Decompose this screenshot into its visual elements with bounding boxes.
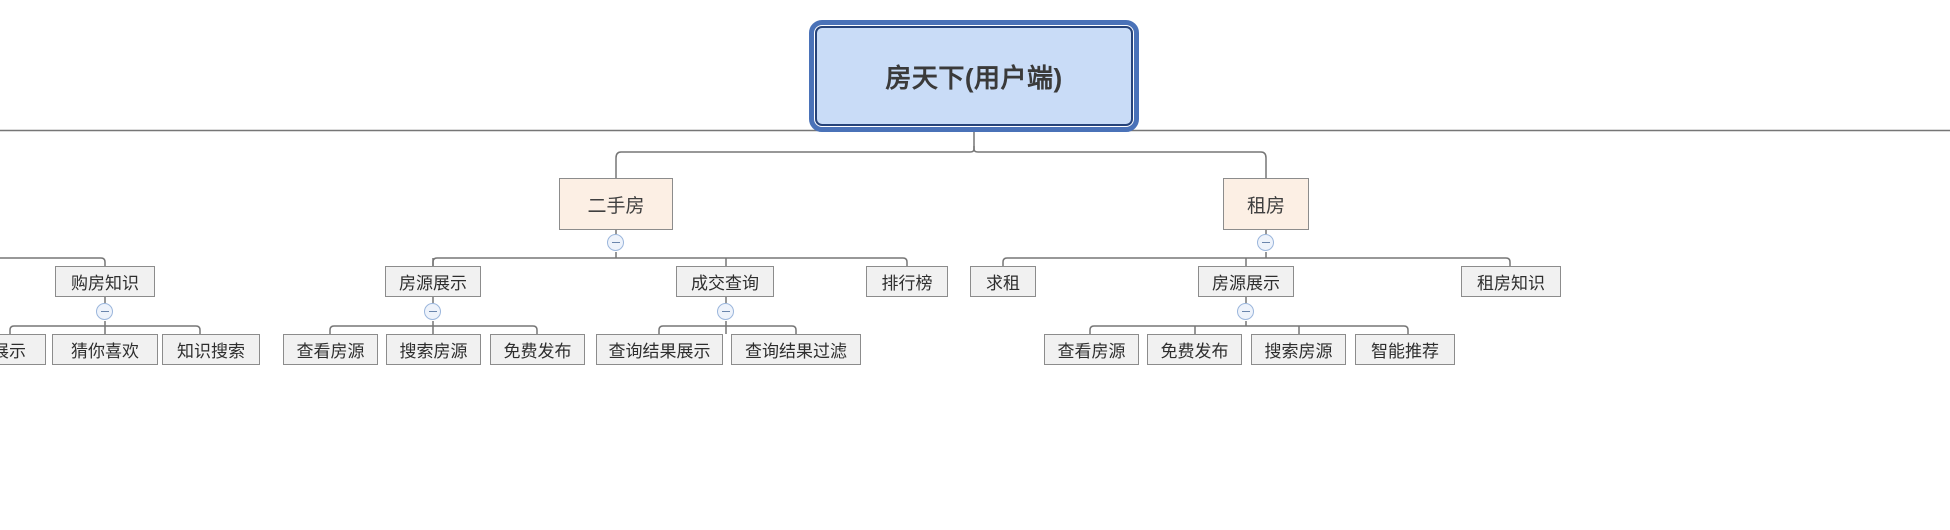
node-fangyuanzhanshi-sale[interactable]: 房源展示: [385, 266, 481, 297]
toggle-ershoufang[interactable]: [607, 234, 624, 251]
leaf-sousuofangyuan-sale-label: 搜索房源: [399, 342, 468, 361]
leaf-chaxunjieguoguolv-label: 查询结果过滤: [745, 342, 847, 361]
node-category-zufang[interactable]: 租房: [1223, 178, 1309, 230]
leaf-chaxunjieguozhanshi[interactable]: 查询结果展示: [596, 334, 723, 365]
leaf-cainixihuan-label: 猜你喜欢: [71, 342, 139, 361]
toggle-fangyuanzhanshi-sale[interactable]: [424, 303, 441, 320]
leaf-zhishisousuo-label: 知识搜索: [177, 342, 245, 361]
toggle-fangyuanzhanshi-rent[interactable]: [1237, 303, 1254, 320]
leaf-chakanfangyuan-rent-label: 查看房源: [1057, 342, 1126, 361]
leaf-cainixihuan[interactable]: 猜你喜欢: [52, 334, 158, 365]
minus-icon: [1241, 310, 1250, 313]
leaf-chakanfangyuan-sale[interactable]: 查看房源: [283, 334, 378, 365]
node-qiuzu[interactable]: 求租: [970, 266, 1036, 297]
node-fangyuanzhanshi-sale-label: 房源展示: [399, 274, 467, 293]
minus-icon: [611, 241, 620, 244]
leaf-sousuofangyuan-sale[interactable]: 搜索房源: [386, 334, 481, 365]
leaf-chaxunjieguoguolv[interactable]: 查询结果过滤: [731, 334, 861, 365]
node-paihangbang[interactable]: 排行榜: [866, 266, 948, 297]
minus-icon: [428, 310, 437, 313]
leaf-zhishisousuo[interactable]: 知识搜索: [162, 334, 260, 365]
minus-icon: [721, 310, 730, 313]
node-goufangzhishi-label: 购房知识: [71, 274, 139, 293]
minus-icon: [1261, 241, 1270, 244]
leaf-sousuofangyuan-rent-label: 搜索房源: [1264, 342, 1333, 361]
node-category-ershoufang[interactable]: 二手房: [559, 178, 673, 230]
leaf-zhanshi-label: 展示: [0, 342, 26, 361]
leaf-mianfeifabu-rent-label: 免费发布: [1160, 342, 1229, 361]
leaf-chakanfangyuan-rent[interactable]: 查看房源: [1044, 334, 1139, 365]
node-zufangzhishi[interactable]: 租房知识: [1461, 266, 1561, 297]
leaf-mianfeifabu-sale[interactable]: 免费发布: [490, 334, 585, 365]
leaf-chaxunjieguozhanshi-label: 查询结果展示: [608, 342, 711, 361]
leaf-zhinengtuijian-label: 智能推荐: [1371, 342, 1439, 361]
leaf-zhanshi[interactable]: 展示: [0, 334, 46, 365]
node-qiuzu-label: 求租: [986, 274, 1020, 293]
node-root-label: 房天下(用户端): [885, 62, 1063, 93]
node-category-zufang-label: 租房: [1246, 195, 1285, 217]
node-fangyuanzhanshi-rent-label: 房源展示: [1212, 274, 1280, 293]
toggle-goufangzhishi[interactable]: [96, 303, 113, 320]
toggle-zufang[interactable]: [1257, 234, 1274, 251]
node-category-ershoufang-label: 二手房: [587, 195, 645, 217]
node-chengjiaochaxun-label: 成交查询: [691, 274, 759, 293]
leaf-mianfeifabu-rent[interactable]: 免费发布: [1147, 334, 1242, 365]
node-fangyuanzhanshi-rent[interactable]: 房源展示: [1198, 266, 1294, 297]
leaf-chakanfangyuan-sale-label: 查看房源: [296, 342, 365, 361]
node-zufangzhishi-label: 租房知识: [1477, 274, 1545, 293]
leaf-sousuofangyuan-rent[interactable]: 搜索房源: [1251, 334, 1346, 365]
minus-icon: [100, 310, 109, 313]
leaf-zhinengtuijian[interactable]: 智能推荐: [1355, 334, 1455, 365]
node-paihangbang-label: 排行榜: [881, 274, 933, 293]
node-goufangzhishi[interactable]: 购房知识: [55, 266, 155, 297]
toggle-chengjiaochaxun[interactable]: [717, 303, 734, 320]
leaf-mianfeifabu-sale-label: 免费发布: [503, 342, 572, 361]
node-root[interactable]: 房天下(用户端): [809, 20, 1139, 132]
node-chengjiaochaxun[interactable]: 成交查询: [676, 266, 774, 297]
